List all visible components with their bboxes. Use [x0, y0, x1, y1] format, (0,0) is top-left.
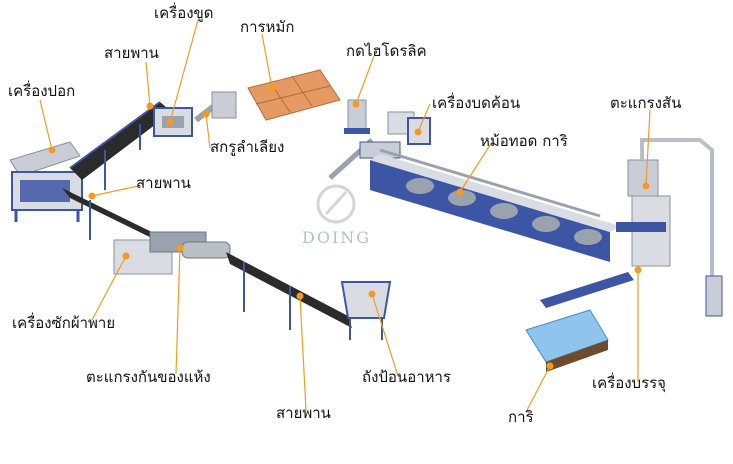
label-crusher: เครื่องบดค้อน	[432, 94, 521, 112]
label-dry-screen: ตะแกรงกันของแห้ง	[86, 368, 211, 386]
conveyor-middle-icon	[62, 188, 168, 246]
label-peeler: เครื่องปอก	[8, 82, 76, 100]
fryer-line-icon	[370, 148, 620, 262]
label-conveyor-middle: สายพาน	[136, 174, 191, 192]
label-gari: การิ	[508, 408, 534, 426]
fermentation-bags-icon	[247, 69, 341, 121]
label-hydraulic-press: กดไฮโดรลิค	[346, 42, 427, 60]
brand-watermark: DOING	[302, 228, 372, 247]
label-feed-hopper: ถังป้อนอาหาร	[362, 368, 451, 386]
feed-hopper-icon	[340, 281, 392, 340]
peeler-machine-icon	[9, 141, 83, 222]
label-fermentation: การหมัก	[240, 18, 295, 36]
label-washer: เครื่องซักผ้าพาย	[12, 314, 116, 332]
conveyor-top-icon	[69, 101, 172, 190]
leader-dots	[48, 84, 650, 370]
label-fryer: หม้อทอด การิ	[480, 132, 568, 150]
label-sieve: ตะแกรงสัน	[610, 94, 682, 112]
leader-lines	[39, 19, 651, 413]
label-conveyor-top: สายพาน	[104, 44, 159, 62]
packing-tower-icon	[616, 138, 723, 317]
label-screw-conveyor: สกรูลำเลียง	[210, 138, 285, 156]
dry-screen-icon	[181, 241, 231, 259]
label-grater: เครื่องขูด	[154, 4, 214, 22]
label-packing-machine: เครื่องบรรจุ	[592, 374, 666, 392]
screw-conveyor-icon	[194, 91, 237, 123]
conveyor-bottom-icon	[226, 252, 352, 330]
gari-pallet-icon	[525, 309, 609, 372]
label-conveyor-bottom: สายพาน	[276, 404, 331, 422]
brand-logo-icon	[316, 184, 356, 224]
